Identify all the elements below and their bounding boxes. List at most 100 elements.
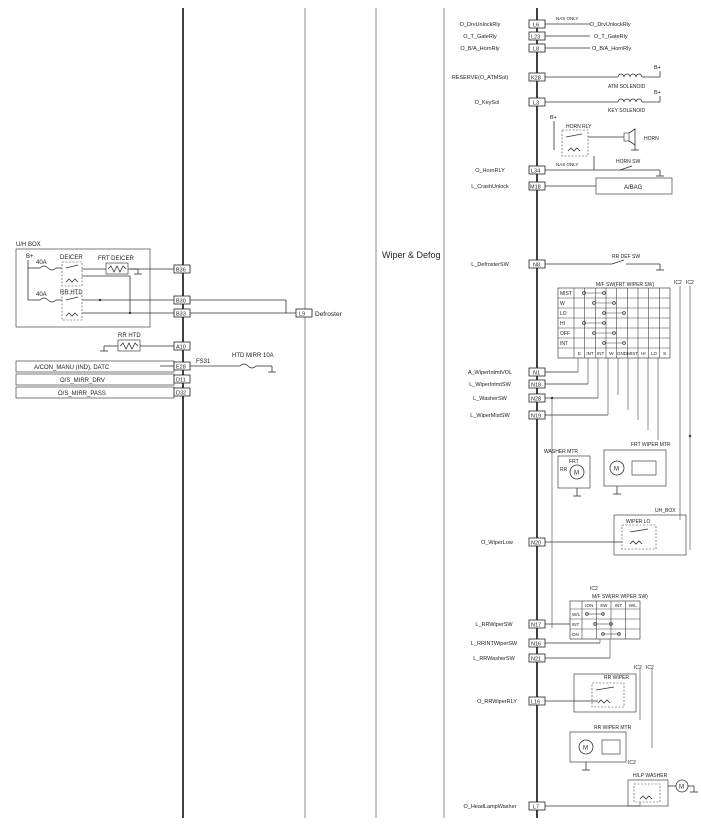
uh-box-bplus: B+: [26, 254, 34, 260]
pin-l3-label: L3: [533, 101, 539, 107]
horn-speaker-icon: [628, 128, 636, 146]
fuse-icon: [239, 363, 257, 369]
pin-n8-label: N8: [533, 263, 540, 269]
uh-box-label-right: UH_BOX: [655, 508, 676, 514]
rr-switch-row-label: W/L: [572, 612, 580, 617]
ic2-label-1: IC2: [674, 280, 682, 286]
relay-coil-icon: [639, 795, 653, 800]
nas-only-label: NAS ONLY: [556, 16, 578, 21]
wiper-lo-label: WIPER LO: [626, 519, 651, 525]
deicer-relay-label: DEICER: [60, 255, 83, 261]
frt-deicer-label: FRT DEICER: [98, 256, 134, 262]
frt-switch-col-label: W: [609, 351, 614, 356]
switch-contact: [612, 331, 616, 335]
signal-wiper-low: O_WiperLow: [481, 540, 513, 546]
rr-htd-relay-label: RR HTD: [60, 290, 83, 296]
pin-b33-label: B33: [176, 312, 186, 318]
rr-switch-col-label: W/L: [629, 603, 637, 608]
relay-coil-icon: [65, 312, 79, 317]
ic2-label-rr-2: IC2: [634, 665, 642, 671]
pin-l8-label: L8: [533, 47, 539, 53]
hlp-washer-label: H/LP WASHER: [633, 773, 668, 779]
switch-contact: [622, 311, 626, 315]
abag-box: [595, 177, 673, 195]
frt-switch-row-label: W: [560, 301, 565, 307]
rr-switch-col-label: SW: [600, 603, 608, 608]
signal-rr-int-wiper-sw: L_RRINTWiperSW: [471, 641, 518, 647]
bplus-horn: B+: [550, 115, 557, 121]
uh-box: [15, 248, 151, 328]
fuse-40a-1: 40A: [36, 260, 47, 266]
washer-rr-label: RR: [560, 467, 568, 473]
frt-deicer-element: [105, 262, 129, 275]
rr-wiper-label: RR WIPER: [604, 675, 629, 681]
switch-contact: [585, 612, 589, 616]
bplus-atm: B+: [654, 65, 661, 71]
switch-contact: [602, 341, 606, 345]
hlp-washer-motor-m: M: [679, 785, 684, 791]
frt-switch-row-label: INT: [560, 341, 568, 347]
horn-sw-label: HORN SW: [616, 159, 640, 165]
key-solenoid-label: KEY SOLENOID: [608, 108, 646, 114]
fuse-icon: [39, 297, 57, 303]
frt-switch-col-label: HI: [641, 351, 646, 356]
rr-wiper-motor-m: M: [583, 746, 588, 752]
switch-contact: [601, 632, 605, 636]
washer-frt-label: FRT: [569, 459, 579, 465]
frt-switch-col-label: S: [663, 351, 666, 356]
frt-wiper-motor-box: [603, 449, 667, 487]
frt-switch-col-label: LO: [651, 351, 658, 356]
atm-solenoid-label: ATM SOLENOID: [608, 84, 646, 90]
pin-d32-label: D32: [176, 391, 186, 397]
frt-switch-col-label: MIST: [627, 351, 638, 356]
solenoid-coil-icon: [617, 73, 643, 78]
uh-box-title: U/H BOX: [16, 242, 41, 248]
rr-wiper-relay: [591, 682, 625, 708]
pin-b36: [173, 264, 191, 274]
frt-switch-row-label: OFF: [560, 331, 570, 337]
switch-contact: [593, 622, 597, 626]
rr-htd-label: RR HTD: [118, 333, 141, 339]
frt-wiper-motor-icon: [609, 460, 625, 476]
ic2-label-rr: IC2: [590, 586, 598, 592]
pin-n21-label: N21: [531, 657, 541, 663]
pin-d11-label: D11: [176, 378, 186, 384]
fs31-label: FS31: [196, 359, 211, 365]
nas-only-label-2: NAS ONLY: [556, 162, 578, 167]
pin-b30-label: B30: [176, 299, 186, 305]
signal-rr-wiper-sw: L_RRWiperSW: [475, 622, 513, 628]
rr-htd-relay: [61, 293, 83, 321]
switch-contact: [582, 321, 586, 325]
switch-contact: [592, 301, 596, 305]
signal-hornrly: O_HornRLY: [475, 168, 505, 174]
pin-e28-label: E28: [176, 365, 186, 371]
signal-atm: RESERVE(O_ATMSol): [452, 75, 509, 81]
frt-switch-col-label: INT: [597, 351, 605, 356]
park-switch: [631, 460, 657, 476]
ic2-label-2: IC2: [686, 280, 694, 286]
pin-a10-label: A10: [176, 345, 186, 351]
pin-l7-label: L7: [533, 805, 539, 811]
washer-motor-box: [557, 455, 591, 489]
switch-contact: [602, 321, 606, 325]
frt-wiper-motor-m: M: [614, 467, 619, 473]
pin-n17-label: N17: [531, 623, 541, 629]
rr-switch-table: [569, 600, 641, 640]
wiper-lo-relay: [621, 524, 657, 550]
signal-headlamp-washer: O_HeadLampWasher: [464, 804, 517, 810]
rr-def-sw-label: RR DEF SW: [612, 254, 640, 260]
rr-switch-col-label: INT: [615, 603, 623, 608]
mf-sw-rr-label: M/F SW(RR WIPER SW): [592, 594, 648, 600]
relay-coil-icon: [567, 147, 581, 152]
washer-mtr-label: WASHER MTR: [544, 449, 578, 455]
rr-wiper-relay-box: [573, 673, 637, 713]
pin-l16-label: L16: [531, 700, 540, 706]
frt-wiper-mtr-label: FRT WIPER MTR: [631, 442, 671, 448]
htd-mirr-label: HTD MIRR 10A: [232, 353, 274, 359]
pin-l6-label: L6: [533, 23, 539, 29]
frt-switch-col-label: GND: [617, 351, 628, 356]
signal-horn-b: O_B/A_HornRly: [460, 46, 499, 52]
input-acon-label: A/CON_MANU (IND), DATC: [34, 365, 110, 371]
switch-contact: [602, 291, 606, 295]
